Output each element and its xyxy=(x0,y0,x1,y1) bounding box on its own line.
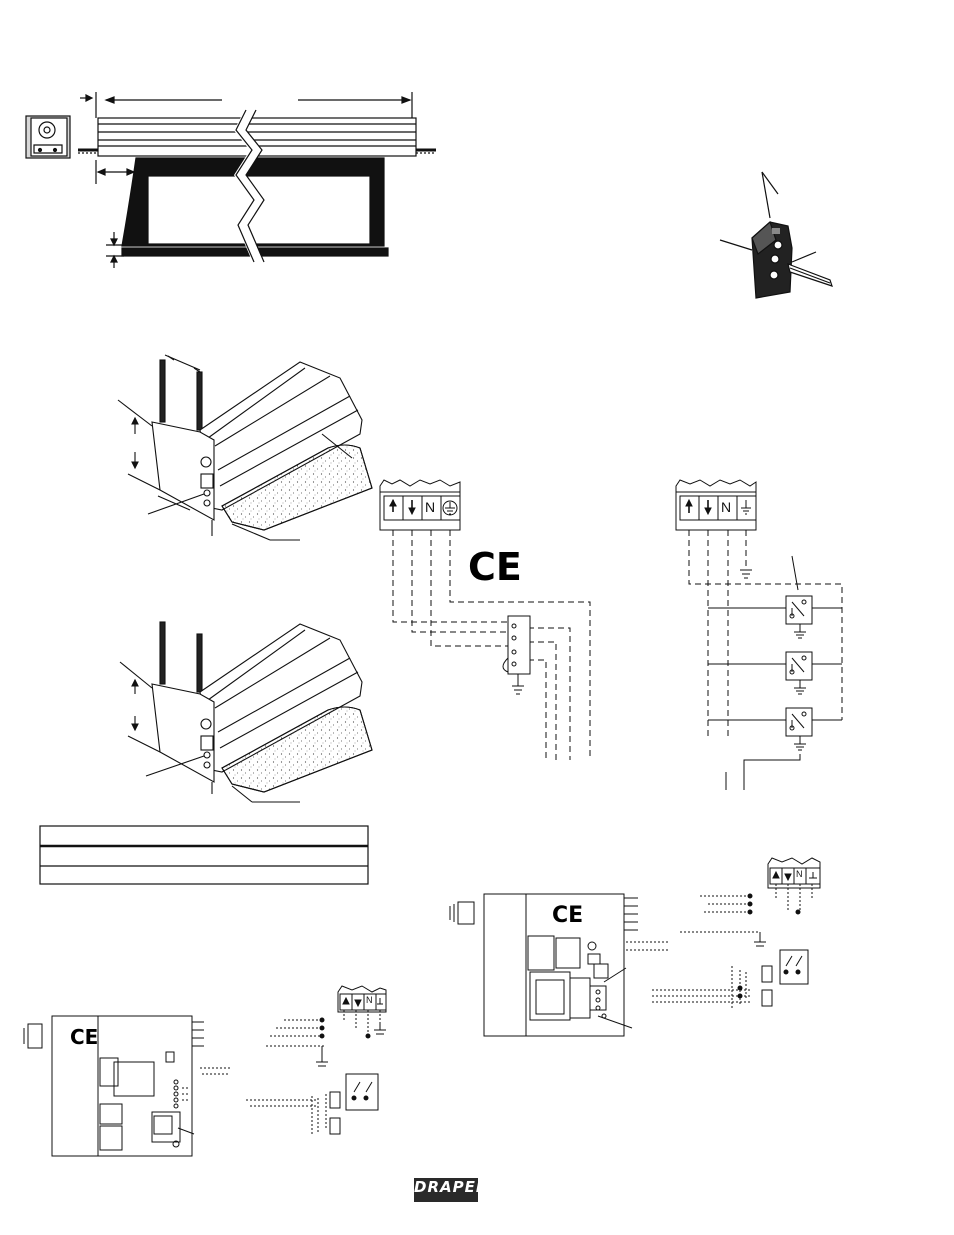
wiring-diagram-multi-switch xyxy=(676,480,842,790)
housing-overview-figure xyxy=(26,92,436,268)
terminal-block-illustration xyxy=(720,172,832,298)
ce-mark-b: CE xyxy=(552,903,583,928)
wiring-diagram-left-lower xyxy=(246,986,386,1136)
wiring-diagram-right-lower xyxy=(680,858,820,1008)
ce-mark-c: CE xyxy=(70,1025,98,1049)
motor-control-box-left xyxy=(24,1016,230,1156)
terminal-n-label-d: N xyxy=(366,995,373,1005)
terminal-n-label-b: N xyxy=(721,499,731,515)
ce-mark-a: CE xyxy=(468,545,522,589)
wiring-diagram-ce-single xyxy=(380,480,590,760)
draper-logo: DRAPER xyxy=(414,1178,478,1202)
motor-control-box-right xyxy=(450,894,752,1036)
bracket-view-upper xyxy=(118,355,372,540)
end-cap-thumbnail xyxy=(26,116,70,158)
bracket-view-lower xyxy=(120,622,372,802)
terminal-n-label-c: N xyxy=(796,869,803,879)
terminal-n-label-a: N xyxy=(425,499,435,515)
spec-table xyxy=(40,826,368,884)
